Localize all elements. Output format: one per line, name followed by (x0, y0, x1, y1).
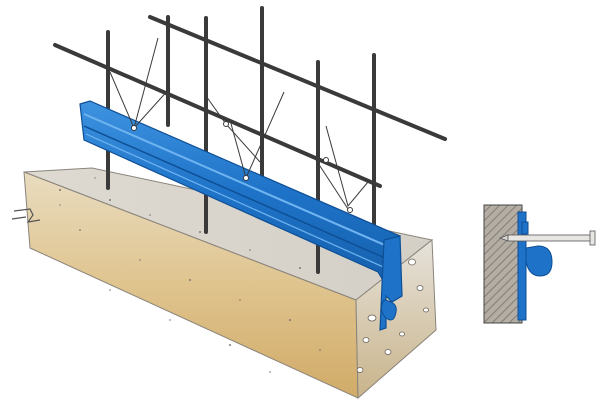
concrete-end-face (355, 239, 437, 400)
rebar-horizontal-top (148, 15, 447, 141)
break-line-icon (11, 208, 41, 223)
detail-cross-section (483, 204, 596, 324)
waterstop-strip (79, 100, 403, 331)
waterstop-bulb (380, 299, 397, 321)
tie-wire-clips (131, 121, 353, 213)
tie-wire-icon (325, 125, 369, 208)
waterstop-rib-2 (83, 125, 395, 263)
concrete-speckles (59, 177, 321, 373)
waterstop-rib-3 (85, 133, 391, 271)
detail-wall-hatched (483, 204, 523, 324)
detail-waterstop-bulb (525, 245, 553, 277)
nail-icon (498, 230, 596, 246)
detail-waterstop-flange (517, 211, 527, 321)
tie-wire-icon (315, 159, 351, 213)
waterstop-rib-1 (83, 113, 397, 251)
tie-wire-icon (133, 37, 159, 129)
end-face-aggregate (356, 258, 429, 373)
detail-waterstop-lip-top (521, 221, 529, 235)
concrete-beam (11, 167, 437, 400)
